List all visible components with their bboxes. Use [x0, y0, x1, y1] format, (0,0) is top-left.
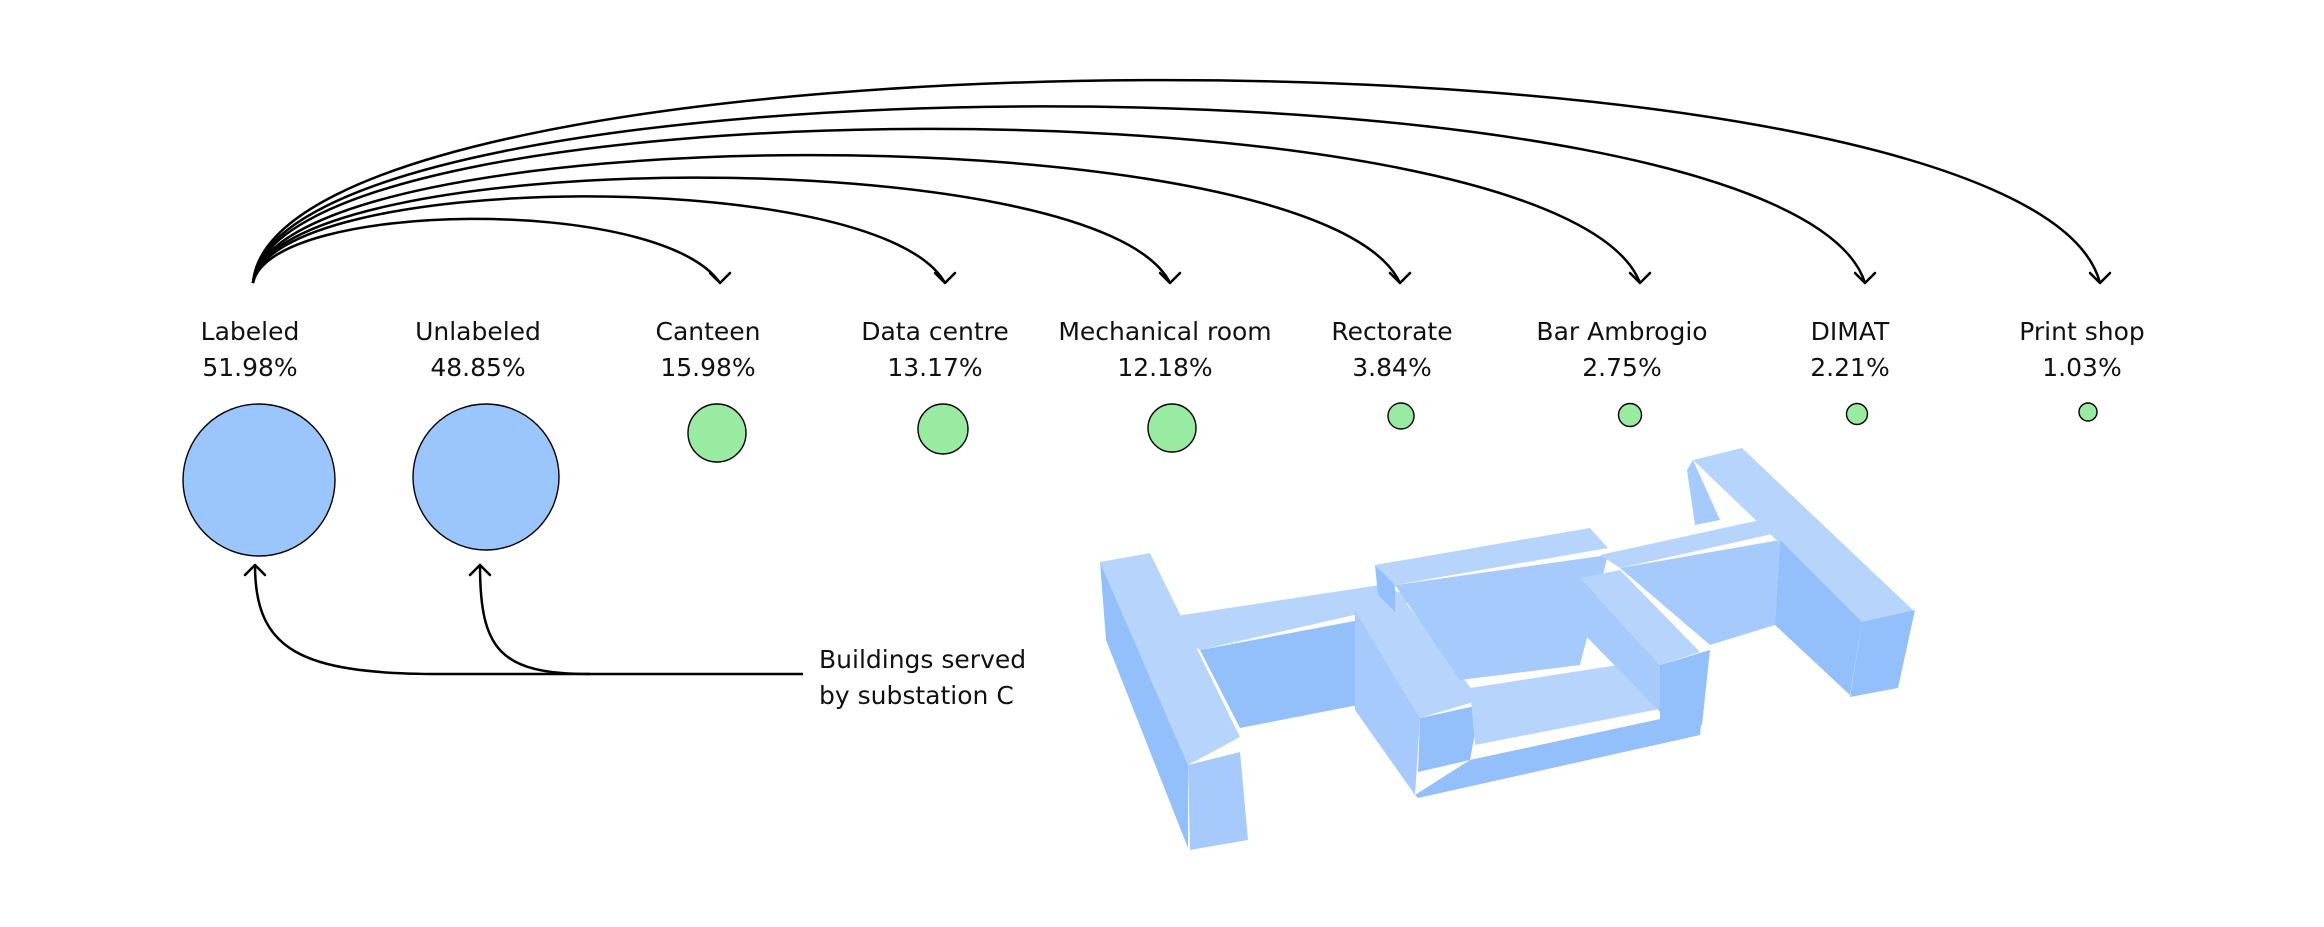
label-data-centre: Data centre [861, 317, 1009, 346]
arc-to-mechanical-room [251, 176, 1172, 284]
circle-labeled [182, 403, 336, 557]
label-unlabeled: Unlabeled [415, 317, 541, 346]
label-print-shop: Print shop [2019, 317, 2145, 346]
percent-unlabeled: 48.85% [430, 353, 525, 382]
arrowhead-print-shop [2088, 271, 2112, 285]
model-face [1200, 620, 1360, 728]
label-dimat: DIMAT [1811, 317, 1890, 346]
model-face [1470, 660, 1665, 745]
label-rectorate: Rectorate [1331, 317, 1452, 346]
model-face [1775, 540, 1862, 695]
label-mechanical-room: Mechanical room [1058, 317, 1271, 346]
substation-note: Buildings served by substation C [819, 645, 1026, 710]
label-canteen: Canteen [655, 317, 760, 346]
arrowhead-data-centre [933, 271, 957, 285]
arc-to-bar-ambrogio [251, 127, 1642, 284]
connector-to-labeled [253, 564, 803, 676]
node-circles [182, 402, 2098, 557]
model-face [1580, 570, 1700, 665]
model-face [1687, 460, 1720, 525]
model-face [1150, 585, 1420, 650]
model-face [1355, 610, 1420, 795]
arrowhead-dimat [1853, 271, 1877, 285]
node-labels: Labeled 51.98% Unlabeled 48.85% Canteen … [201, 317, 2145, 382]
model-face [1415, 710, 1702, 798]
model-face [1100, 553, 1240, 765]
circle-bar-ambrogio [1617, 402, 1643, 428]
circle-rectorate [1387, 402, 1415, 430]
arrowhead-labeled [243, 563, 267, 577]
arrowhead-bar-ambrogio [1628, 271, 1652, 285]
arc-to-rectorate [251, 153, 1402, 284]
arc-to-canteen [251, 217, 722, 284]
label-labeled: Labeled [201, 317, 300, 346]
circle-mechanical-room [1147, 403, 1197, 453]
circle-canteen [687, 403, 747, 463]
model-face [1100, 562, 1188, 848]
percent-data-centre: 13.17% [887, 353, 982, 382]
circle-print-shop [2078, 402, 2098, 422]
percent-mechanical-room: 12.18% [1117, 353, 1212, 382]
model-face [1620, 540, 1780, 645]
connection-arcs [251, 78, 2112, 285]
percent-print-shop: 1.03% [2042, 353, 2121, 382]
label-bar-ambrogio: Bar Ambrogio [1536, 317, 1707, 346]
note-line-2: by substation C [819, 681, 1014, 710]
connector-to-unlabeled [478, 564, 591, 676]
arc-to-print-shop [251, 78, 2102, 284]
arc-to-data-centre [251, 195, 947, 284]
arrowhead-canteen [708, 271, 732, 285]
circle-unlabeled [412, 403, 560, 551]
percent-canteen: 15.98% [660, 353, 755, 382]
circle-data-centre [917, 403, 969, 455]
arrowhead-unlabeled [468, 563, 492, 577]
building-complex-model [1100, 448, 1915, 850]
percent-bar-ambrogio: 2.75% [1582, 353, 1661, 382]
circle-dimat [1845, 402, 1869, 426]
model-face [1375, 528, 1608, 585]
percent-rectorate: 3.84% [1352, 353, 1431, 382]
percent-labeled: 51.98% [202, 353, 297, 382]
model-face [1188, 752, 1248, 850]
model-face [1395, 555, 1608, 680]
model-face [1355, 595, 1480, 718]
model-face [1580, 578, 1660, 712]
model-face [1375, 565, 1395, 612]
model-face [1418, 705, 1480, 772]
percent-dimat: 2.21% [1810, 353, 1889, 382]
model-face [1693, 448, 1915, 622]
model-face [1850, 610, 1915, 697]
arc-to-dimat [251, 105, 1867, 284]
arrowhead-mechanical-room [1158, 271, 1182, 285]
note-line-1: Buildings served [819, 645, 1026, 674]
note-connector [243, 563, 803, 676]
arrowhead-rectorate [1388, 271, 1412, 285]
model-face [1600, 520, 1790, 568]
